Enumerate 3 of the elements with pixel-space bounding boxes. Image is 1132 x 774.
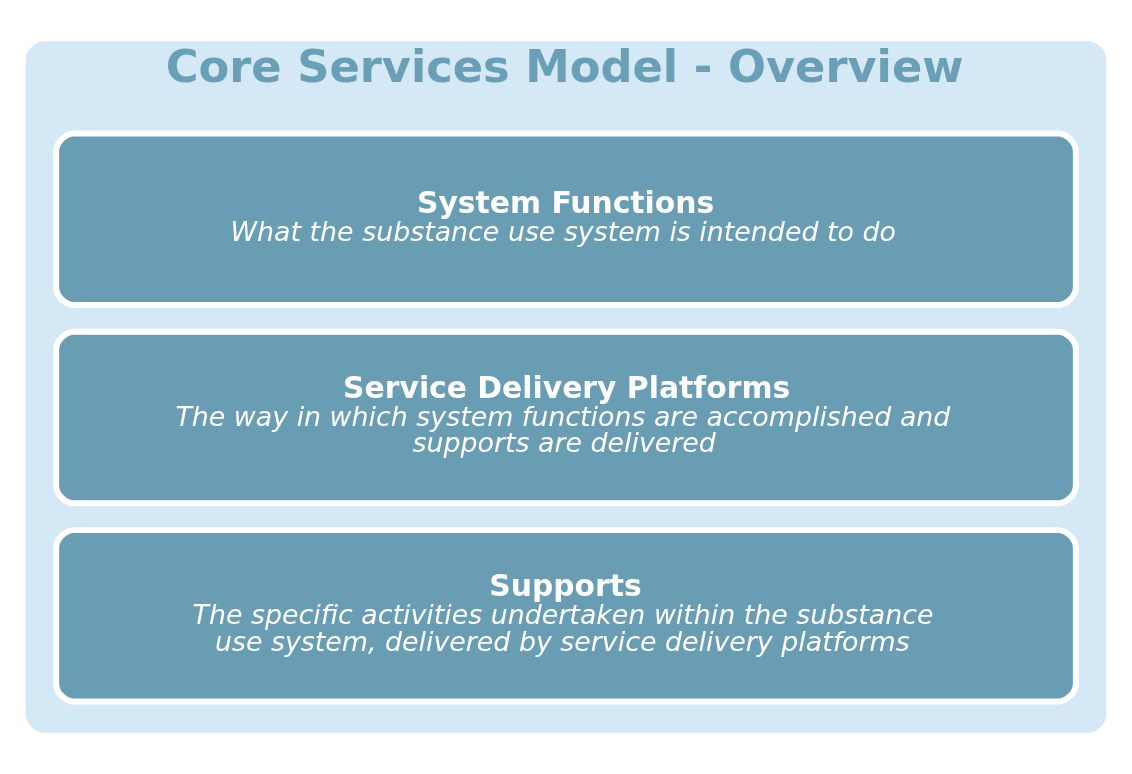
node-box: Supports The specific activities undertaken within the substance use system, delivered by service delivery platforms (53, 527, 1079, 705)
node-box: System Functions What the substance use system is intended to do (53, 130, 1079, 308)
node-box: Service Delivery Platforms The way in which system functions are accomplished and supports are delivered (53, 328, 1079, 507)
